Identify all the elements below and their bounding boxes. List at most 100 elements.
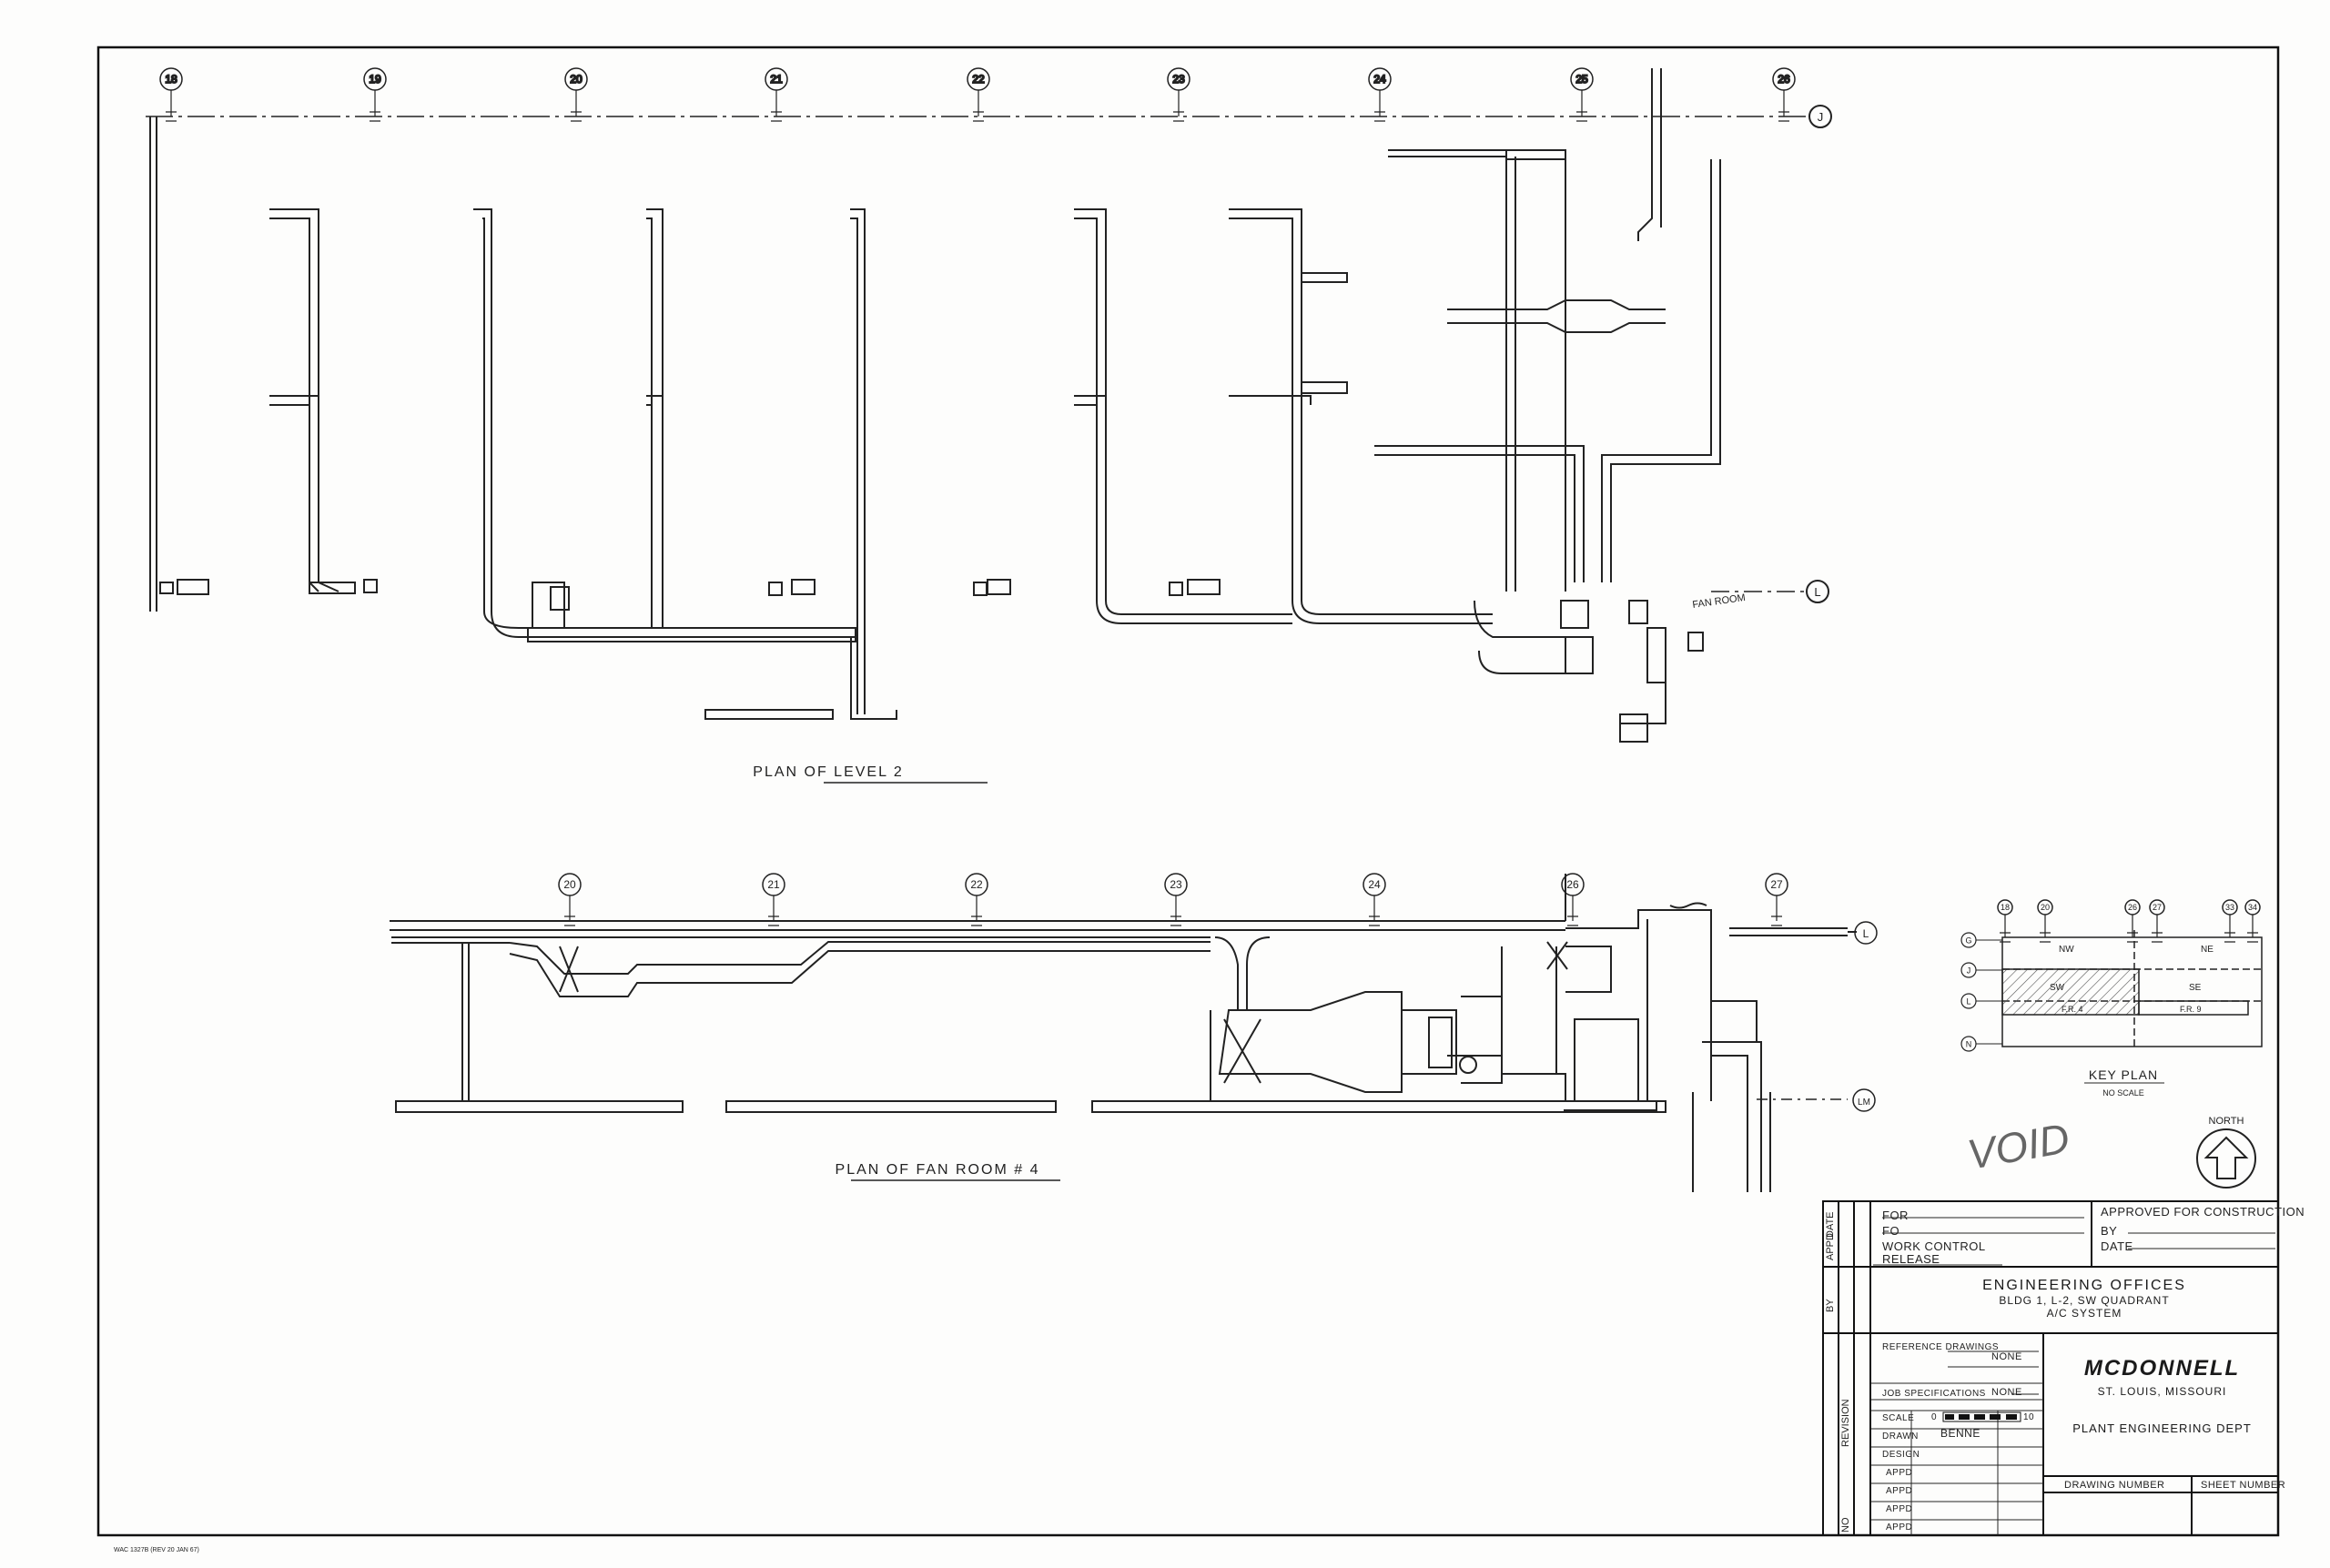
tb-release: RELEASE (1882, 1252, 1940, 1266)
grid-bubble-j (1808, 105, 1832, 128)
duct-drop (850, 637, 897, 720)
tb-job-value: NONE (1991, 1387, 2022, 1398)
grid-bubble-label: 23 (1170, 878, 1182, 891)
fan-room-note: FAN ROOM (1692, 592, 1747, 611)
fanroom-title: PLAN OF FAN ROOM # 4 (836, 1162, 1040, 1178)
grid-bubble-label: 18 (2001, 903, 2010, 912)
grid-tick (1567, 895, 1578, 926)
grid-tick (166, 90, 177, 122)
grid-bubble-label: 26 (1566, 878, 1579, 891)
grid-tick (771, 90, 782, 122)
tb-ref-value: NONE (1991, 1351, 2022, 1362)
zone-fr9: F.R. 9 (2180, 1005, 2202, 1014)
grid-label-l: L (1814, 585, 1820, 599)
tb-drawing-number: DRAWING NUMBER (2064, 1480, 2165, 1491)
fanroom-wall-top (390, 874, 1566, 931)
grid-bubble-label: 21 (767, 878, 780, 891)
title-block (1822, 1200, 2279, 1536)
tb-scale-start: 0 (1931, 1412, 1938, 1422)
grid-tick (564, 895, 575, 926)
grid-tick (2040, 915, 2051, 943)
grid-tick (2152, 915, 2163, 943)
grid-bubble-label: 20 (570, 73, 582, 86)
tb-sheet-number: SHEET NUMBER (2201, 1480, 2286, 1491)
tb-appd-3: APPD (1886, 1504, 1913, 1514)
sheet-border (96, 46, 2280, 1537)
tb-appd-4: APPD (1886, 1522, 1913, 1533)
grid-bubble-label: 20 (2041, 903, 2050, 912)
zone-nw: NW (2059, 945, 2074, 955)
grid-bubble-label: 22 (970, 878, 983, 891)
form-code: WAC 1327B (REV 20 JAN 67) (114, 1547, 199, 1553)
grid-bubble-label: 20 (563, 878, 576, 891)
fanroom-grid-bubble-l (1854, 921, 1878, 945)
grid-bubble-label: 21 (770, 73, 783, 86)
zone-sw: SW (2050, 983, 2065, 993)
grid-bubble-label: 22 (972, 73, 985, 86)
north-arrow-icon (2196, 1128, 2256, 1189)
grid-bubble-label: 26 (1778, 73, 1790, 86)
grid-tick (1576, 90, 1587, 122)
void-stamp: VOID (1964, 1114, 2073, 1179)
wall-west (149, 116, 157, 612)
key-plan-fr4-zone (2001, 968, 2140, 1016)
tb-scale: SCALE (1882, 1413, 1915, 1423)
grid-bubble-label: 23 (1172, 73, 1185, 86)
tb-company-block: MCDONNELL ST. LOUIS, MISSOURI PLANT ENGI… (2046, 1356, 2278, 1435)
zone-se: SE (2189, 983, 2202, 993)
grid-tick (1778, 90, 1789, 122)
grid-tick (370, 90, 380, 122)
level2-title: PLAN OF LEVEL 2 (753, 764, 903, 780)
tb-project-line2: BLDG 1, L-2, SW QUADRANT (1999, 1294, 2170, 1307)
grid-tick (2000, 915, 2011, 943)
tb-company-city: ST. LOUIS, MISSOURI (2097, 1385, 2227, 1398)
grid-tick (768, 895, 779, 926)
zone-ne: NE (2201, 945, 2214, 955)
duct-lower-stub (704, 709, 834, 720)
tb-dept: PLANT ENGINEERING DEPT (2072, 1421, 2252, 1435)
tb-work-control: WORK CONTROL (1882, 1239, 1986, 1253)
key-plan-row-label: L (1966, 997, 1970, 1007)
scale-bar (1942, 1411, 2021, 1422)
key-plan (2001, 930, 2263, 1047)
grid-label-j: J (1818, 110, 1824, 124)
key-plan-title: KEY PLAN (2089, 1067, 2158, 1082)
tb-appd-2: APPD (1886, 1486, 1913, 1496)
tb-vert-no: NO (1840, 1517, 1851, 1533)
tb-ref-drawings: REFERENCE DRAWINGS (1882, 1342, 2000, 1352)
duct-main-bottom (527, 627, 856, 642)
title-block-rows (1870, 1217, 2275, 1535)
tb-design: DESIGN (1882, 1450, 1920, 1460)
grid-bubble-label: 18 (165, 73, 177, 86)
grid-bubble-label: 25 (1575, 73, 1588, 86)
fanroom-grid-label-l: L (1863, 927, 1869, 940)
tb-vert-date: DATE (1825, 1211, 1836, 1238)
tb-project-title: ENGINEERING OFFICES (1982, 1278, 2186, 1293)
grid-tick (1771, 895, 1782, 926)
tb-job-specs: JOB SPECIFICATIONS (1882, 1389, 1986, 1399)
tb-vert-by: BY (1825, 1299, 1836, 1312)
grid-tick (2247, 915, 2258, 943)
grid-tick (571, 90, 582, 122)
grid-bubble-label: 26 (2128, 903, 2137, 912)
grid-tick (1170, 895, 1181, 926)
tb-vert-revision: REVISION (1840, 1399, 1851, 1447)
terminal-boxes (159, 579, 1704, 743)
grid-bubble-label: 24 (1373, 73, 1386, 86)
grid-bubble-l (1806, 580, 1829, 603)
grid-tick (2127, 915, 2138, 943)
tb-drawn-value: BENNE (1940, 1427, 1980, 1440)
tb-appd-1: APPD (1886, 1468, 1913, 1478)
grid-bubble-label: 27 (2153, 903, 2162, 912)
grid-bubble-label: 34 (2248, 903, 2257, 912)
grid-tick (971, 895, 982, 926)
grid-bubble-label: 27 (1770, 878, 1783, 891)
tb-for-label: FOR (1882, 1209, 1909, 1222)
duct-branches (269, 68, 1721, 714)
fanroom-grid-bubble-lm (1852, 1088, 1876, 1112)
company-logo: MCDONNELL (2083, 1356, 2241, 1381)
grid-bubble-label: 33 (2225, 903, 2234, 912)
